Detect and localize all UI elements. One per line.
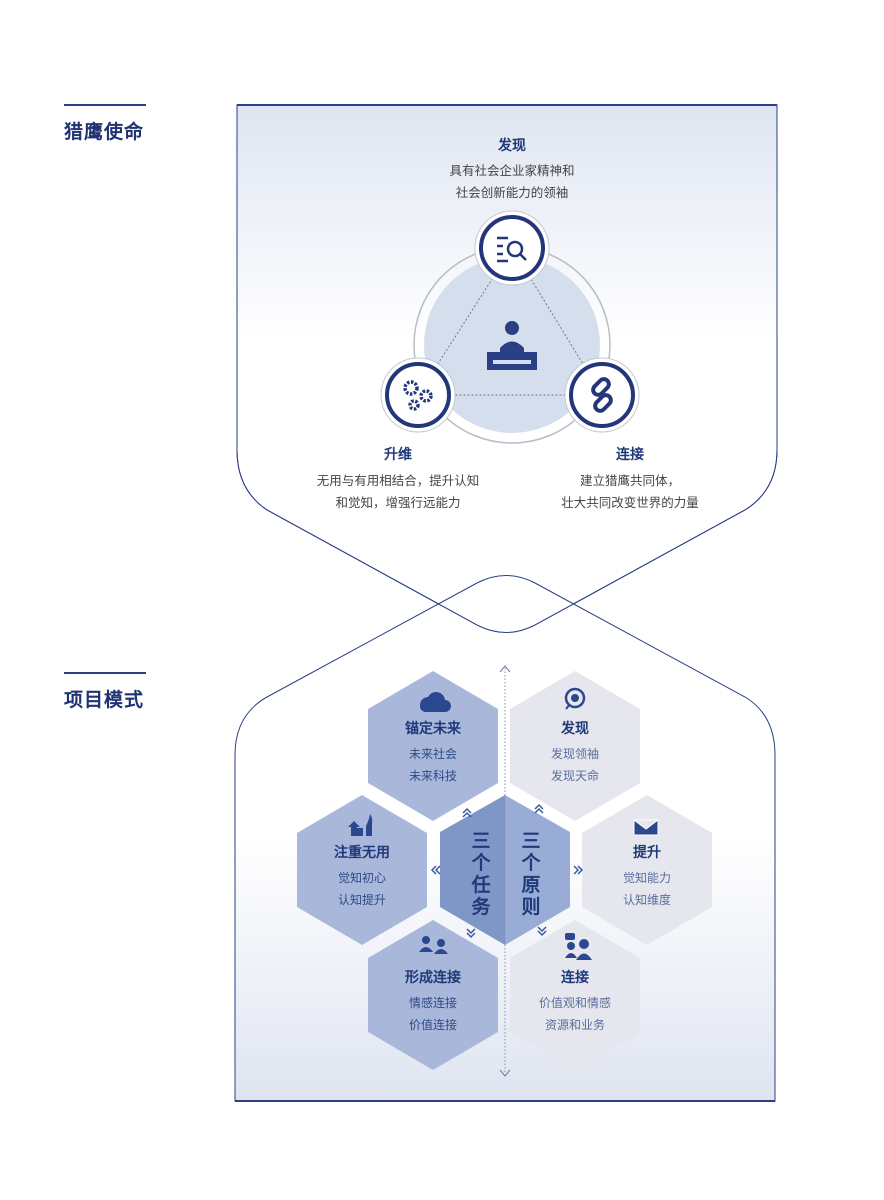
center-principles-label: 三个原则 [521,830,541,918]
tasks-title: 锚定未来 [405,721,461,737]
discover-desc: 具有社会企业家精神和社会创新能力的领袖 [449,163,575,200]
principles-desc: 价值观和情感资源和业务 [538,996,612,1032]
tasks-title: 注重无用 [334,845,390,861]
task-hexagon [297,795,427,945]
tasks-title: 形成连接 [405,970,461,986]
connect-desc: 建立猎鹰共同体，壮大共同改变世界的力量 [561,473,699,510]
principle-hexagon [582,795,712,945]
section-rule [64,104,146,106]
section-title-mission: 猎鹰使命 [64,121,145,143]
principles-desc: 发现领袖发现天命 [550,747,600,783]
people-exchange-icon [419,936,448,954]
principles-title: 连接 [561,970,589,986]
cloud-icon [419,692,451,712]
chevron-arrows [430,803,584,939]
envelope-icon [633,819,659,836]
upgrade-title: 升维 [384,447,412,463]
link-icon [564,357,640,433]
gears-icon [380,357,456,433]
tasks-desc: 未来社会未来科技 [408,747,458,783]
connect-title: 连接 [616,447,644,463]
center-tasks-label: 三个任务 [471,830,491,918]
principles-title: 发现 [561,721,589,737]
principle-hexagon [510,671,640,821]
thumbs-up-icon [348,814,373,836]
search-list-icon [474,210,550,286]
principles-title: 提升 [633,845,661,861]
center-hexagon-left [440,795,505,945]
reader-desk-icon [487,321,537,370]
center-hexagon-right [505,795,570,945]
people-chat-icon [565,933,592,960]
tasks-desc: 情感连接价值连接 [408,996,458,1032]
section-rule [64,672,146,674]
discover-title: 发现 [498,138,526,154]
globe-search-icon [564,687,586,710]
task-hexagon [368,671,498,821]
hex-icons [348,687,659,960]
task-hexagon [368,920,498,1070]
tasks-desc: 觉知初心认知提升 [337,871,387,907]
upgrade-desc: 无用与有用相结合，提升认知和觉知，增强行远能力 [316,473,480,510]
principles-desc: 觉知能力认知维度 [622,871,672,907]
section-title-model: 项目模式 [64,689,145,711]
principle-hexagon [510,920,640,1070]
